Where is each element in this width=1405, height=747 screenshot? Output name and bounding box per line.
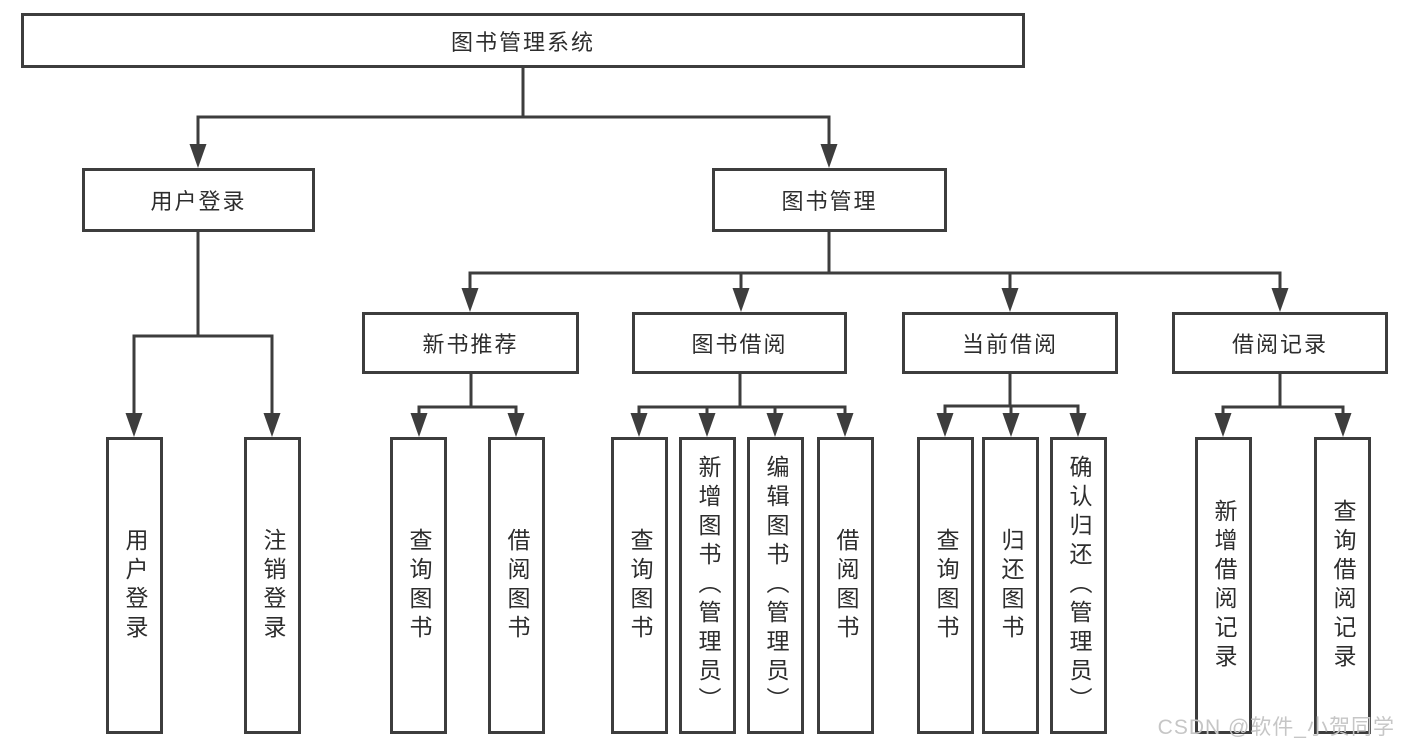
node-book-borrowing: 图书借阅 <box>632 312 847 374</box>
leaf-br-query-record-label: 查询借阅记录 <box>1330 498 1356 673</box>
leaf-cb-return-books: 归还图书 <box>982 437 1039 734</box>
node-root: 图书管理系统 <box>21 13 1025 68</box>
leaf-user-login-label: 用户登录 <box>122 527 148 644</box>
leaf-cb-query-books: 查询图书 <box>917 437 974 734</box>
leaf-cb-query-books-label: 查询图书 <box>933 527 959 644</box>
leaf-bb-borrow-books: 借阅图书 <box>817 437 874 734</box>
leaf-nbr-query-books-label: 查询图书 <box>406 527 432 644</box>
node-current-borrowing-label: 当前借阅 <box>961 332 1058 357</box>
leaf-bb-edit-books-admin-label: 编辑图书（管理员） <box>763 455 789 716</box>
leaf-cb-return-books-label: 归还图书 <box>998 527 1024 644</box>
node-book-management: 图书管理 <box>712 168 947 232</box>
leaf-br-add-record-label: 新增借阅记录 <box>1211 498 1237 673</box>
leaf-user-login: 用户登录 <box>106 437 163 734</box>
node-root-label: 图书管理系统 <box>450 29 595 55</box>
leaf-logout-label: 注销登录 <box>260 527 286 644</box>
leaf-bb-edit-books-admin: 编辑图书（管理员） <box>747 437 804 734</box>
node-new-book-recommend-label: 新书推荐 <box>422 332 519 357</box>
leaf-br-add-record: 新增借阅记录 <box>1195 437 1252 734</box>
leaf-bb-add-books-admin-label: 新增图书（管理员） <box>695 455 721 716</box>
node-borrowing-records: 借阅记录 <box>1172 312 1388 374</box>
leaf-nbr-borrow-books: 借阅图书 <box>488 437 545 734</box>
node-user-login: 用户登录 <box>82 168 315 232</box>
node-user-login-label: 用户登录 <box>150 189 247 214</box>
leaf-bb-borrow-books-label: 借阅图书 <box>833 527 859 644</box>
node-borrowing-records-label: 借阅记录 <box>1231 332 1328 357</box>
node-book-borrowing-label: 图书借阅 <box>691 332 788 357</box>
leaf-nbr-query-books: 查询图书 <box>390 437 447 734</box>
leaf-bb-add-books-admin: 新增图书（管理员） <box>679 437 736 734</box>
node-new-book-recommend: 新书推荐 <box>362 312 579 374</box>
node-current-borrowing: 当前借阅 <box>902 312 1118 374</box>
arrowhead-icons <box>125 144 1352 437</box>
csdn-watermark: CSDN @软件_小贺同学 <box>1157 716 1395 739</box>
leaf-bb-query-books: 查询图书 <box>611 437 668 734</box>
leaf-cb-confirm-return-admin-label: 确认归还（管理员） <box>1066 455 1092 716</box>
leaf-cb-confirm-return-admin: 确认归还（管理员） <box>1050 437 1107 734</box>
leaf-bb-query-books-label: 查询图书 <box>627 527 653 644</box>
leaf-logout: 注销登录 <box>244 437 301 734</box>
leaf-nbr-borrow-books-label: 借阅图书 <box>504 527 530 644</box>
leaf-br-query-record: 查询借阅记录 <box>1314 437 1371 734</box>
node-book-management-label: 图书管理 <box>781 189 878 214</box>
